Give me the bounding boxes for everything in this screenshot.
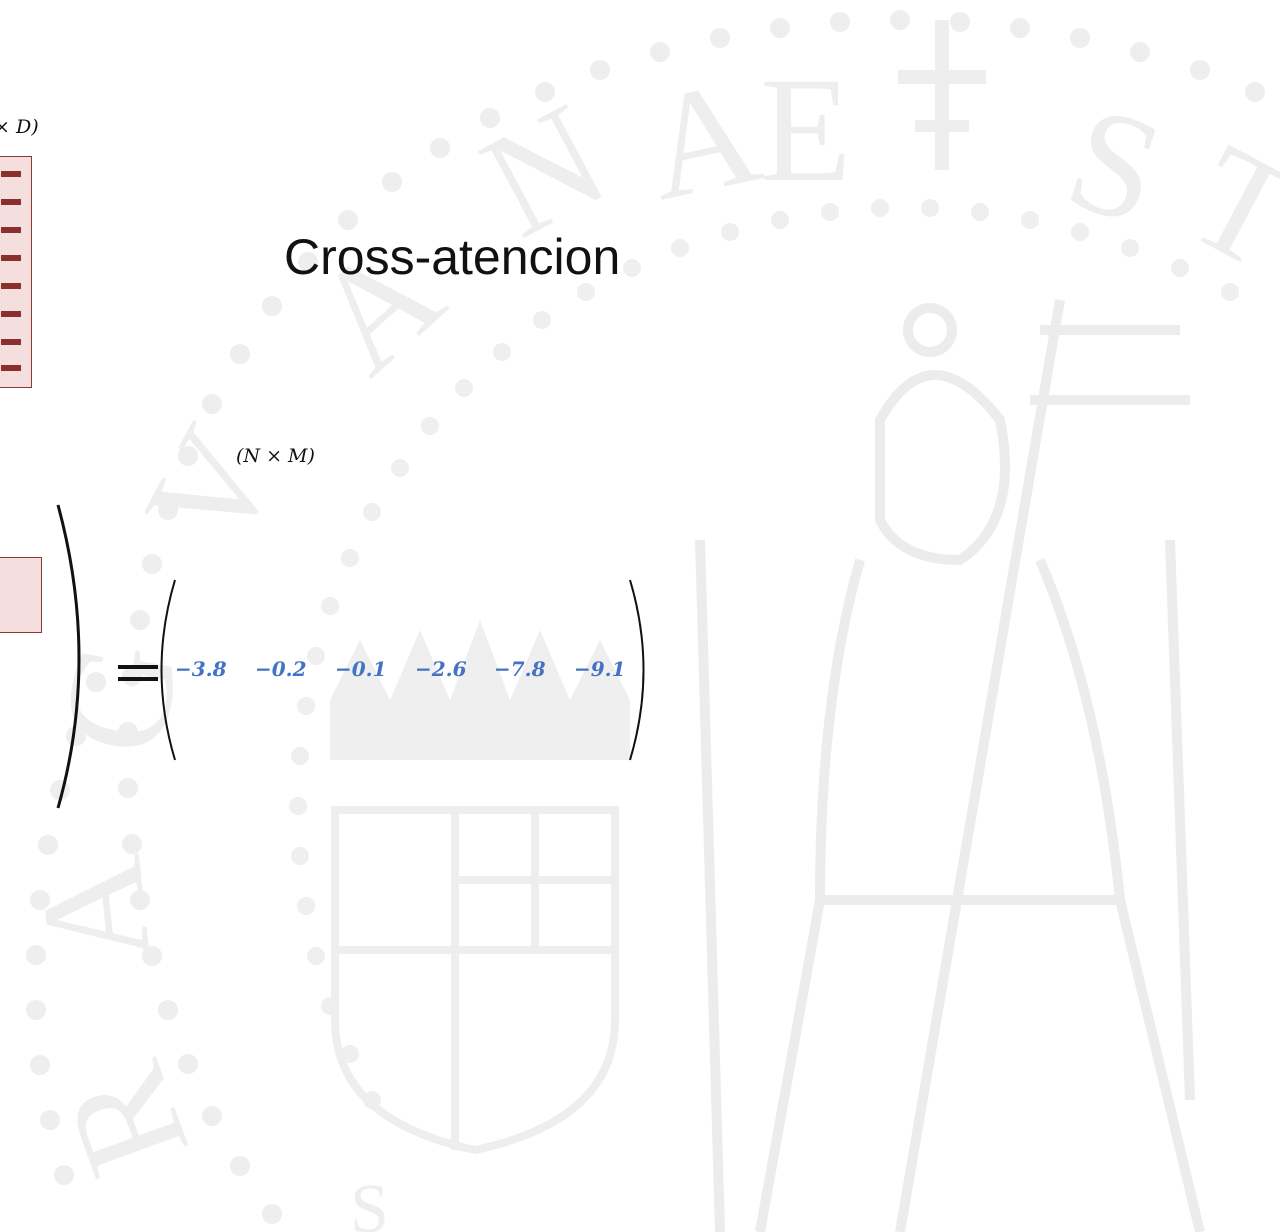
key-matrix-row (1, 255, 21, 261)
query-matrix (0, 557, 42, 633)
slide-title: Cross-atencion (284, 229, 621, 285)
result-value: −7.8 (494, 657, 546, 681)
svg-text:S: S (350, 1171, 389, 1232)
key-matrix-row (1, 283, 21, 289)
big-right-paren (56, 504, 81, 809)
result-value: −0.1 (335, 657, 387, 681)
result-value: −9.1 (574, 657, 626, 681)
key-matrix-row (1, 199, 21, 205)
key-matrix-row (1, 227, 21, 233)
key-matrix-row (1, 311, 21, 317)
key-matrix (0, 156, 32, 388)
equals-sign (118, 661, 158, 685)
svg-text:A: A (6, 849, 182, 974)
key-matrix-row (1, 339, 21, 345)
result-left-paren (160, 579, 176, 761)
result-value: −2.6 (415, 657, 467, 681)
result-right-paren (629, 579, 645, 761)
result-value: −3.8 (175, 657, 227, 681)
score-dimension-label: (N × M) (236, 445, 315, 467)
key-matrix-row (1, 171, 21, 177)
result-value: −0.2 (255, 657, 307, 681)
key-matrix-row (1, 365, 21, 371)
key-dimension-label: × D) (0, 116, 39, 138)
svg-text:E: E (760, 47, 852, 213)
